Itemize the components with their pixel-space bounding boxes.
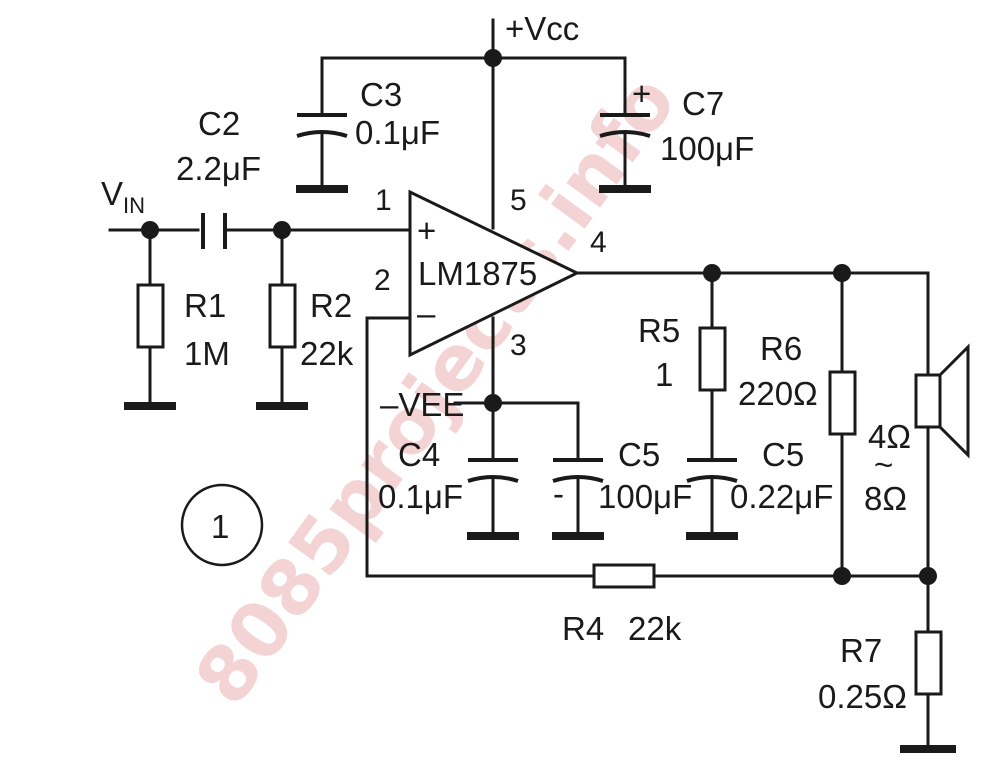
pin-4-label: 4 — [590, 226, 607, 259]
pin-1-label: 1 — [375, 184, 392, 217]
r6-value: 220Ω — [738, 375, 818, 412]
r7-value: 0.25Ω — [818, 678, 907, 715]
r6-name: R6 — [760, 330, 802, 367]
amp-minus-sign: – — [417, 295, 436, 332]
r5-value: 1 — [655, 356, 673, 393]
speaker-impedance-a: 4Ω — [868, 418, 911, 455]
c5b-value: 0.22μF — [730, 478, 833, 515]
capacitor-c5-electrolytic — [552, 458, 604, 540]
r7-name: R7 — [840, 632, 882, 669]
speaker-impedance-b: 8Ω — [864, 480, 907, 517]
vee-rail — [453, 316, 580, 459]
c3-name: C3 — [360, 76, 402, 113]
c5a-name: C5 — [618, 436, 660, 473]
c7-value: 100μF — [660, 130, 754, 167]
c5a-value: 100μF — [598, 478, 692, 515]
capacitor-c4 — [467, 458, 519, 540]
vcc-label: +Vcc — [505, 10, 579, 47]
r4-name: R4 — [562, 610, 604, 647]
resistor-r7 — [900, 574, 956, 753]
r4-value: 22k — [628, 610, 682, 647]
feedback-path — [365, 316, 937, 589]
circuit-number: 1 — [211, 508, 229, 545]
amp-part-label: LM1875 — [418, 255, 537, 292]
vcc-rail — [320, 18, 627, 230]
speaker-icon — [914, 343, 970, 578]
resistor-r1 — [124, 228, 176, 410]
r2-value: 22k — [300, 335, 354, 372]
r1-name: R1 — [184, 287, 226, 324]
vin-label: VIN — [101, 175, 145, 218]
c7-name: C7 — [682, 85, 724, 122]
c4-name: C4 — [398, 436, 440, 473]
capacitor-c7 — [599, 113, 651, 193]
capacitor-c2 — [201, 213, 412, 249]
capacitor-c5-film — [686, 458, 738, 540]
pin-2-label: 2 — [374, 264, 391, 297]
r2-name: R2 — [310, 287, 352, 324]
amp-plus-sign: + — [417, 212, 436, 249]
c3-value: 0.1μF — [355, 114, 440, 151]
c2-value: 2.2μF — [176, 150, 261, 187]
vee-label: –VEE — [380, 386, 464, 423]
speaker-impedance-separator: ~ — [874, 446, 893, 483]
amplifier-lm1875 — [408, 189, 581, 358]
pin-5-label: 5 — [510, 184, 527, 217]
output-line — [575, 264, 930, 377]
c5b-name: C5 — [762, 436, 804, 473]
c4-value: 0.1μF — [378, 478, 463, 515]
r5-name: R5 — [638, 312, 680, 349]
resistor-r5 — [698, 271, 727, 459]
c2-name: C2 — [198, 105, 240, 142]
c5-polarity: - — [553, 475, 564, 512]
pin-3-label: 3 — [510, 329, 527, 362]
capacitor-c3 — [296, 113, 348, 193]
circuit-number-badge — [180, 483, 264, 567]
r1-value: 1M — [184, 335, 230, 372]
resistor-r6 — [828, 271, 857, 578]
c7-polarity: + — [632, 75, 651, 112]
resistor-r2 — [256, 228, 308, 410]
